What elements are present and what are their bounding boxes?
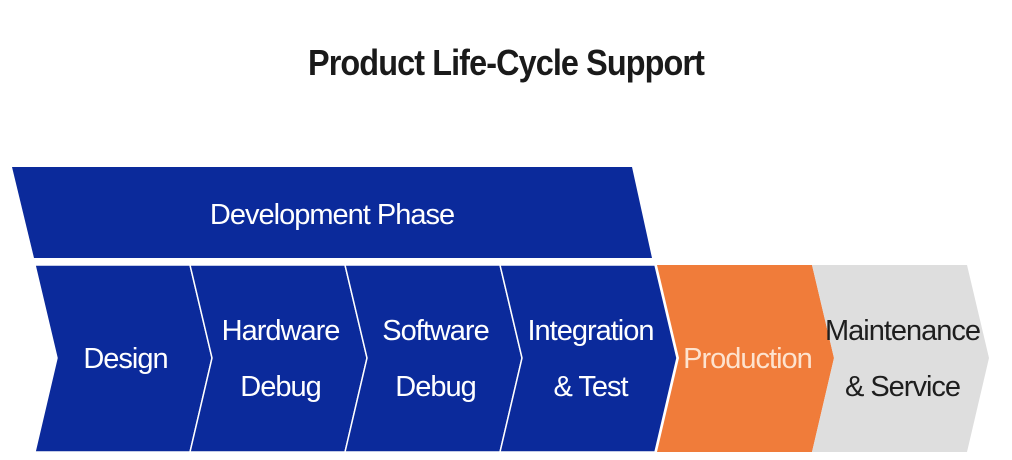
step-chevron-production <box>657 265 834 452</box>
step-label: Integration <box>527 315 653 347</box>
step-label: & Test <box>553 371 628 403</box>
step-label: & Service <box>845 371 960 403</box>
step-label: Design <box>83 343 167 375</box>
step-label: Hardware <box>222 315 340 347</box>
step-label: Software <box>382 315 488 347</box>
development-phase-band <box>12 167 652 258</box>
step-label: Production <box>683 343 812 375</box>
development-phase-label: Development Phase <box>210 199 454 231</box>
diagram-title: Product Life-Cycle Support <box>307 42 705 83</box>
step-chevron-maintenance <box>812 265 989 452</box>
step-label: Debug <box>395 371 475 403</box>
step-label: Debug <box>240 371 320 403</box>
step-chevron-software <box>344 264 523 453</box>
step-label: Maintenance <box>825 315 980 347</box>
step-chevron-integration <box>499 264 678 453</box>
step-chevron-hardware <box>189 264 368 453</box>
